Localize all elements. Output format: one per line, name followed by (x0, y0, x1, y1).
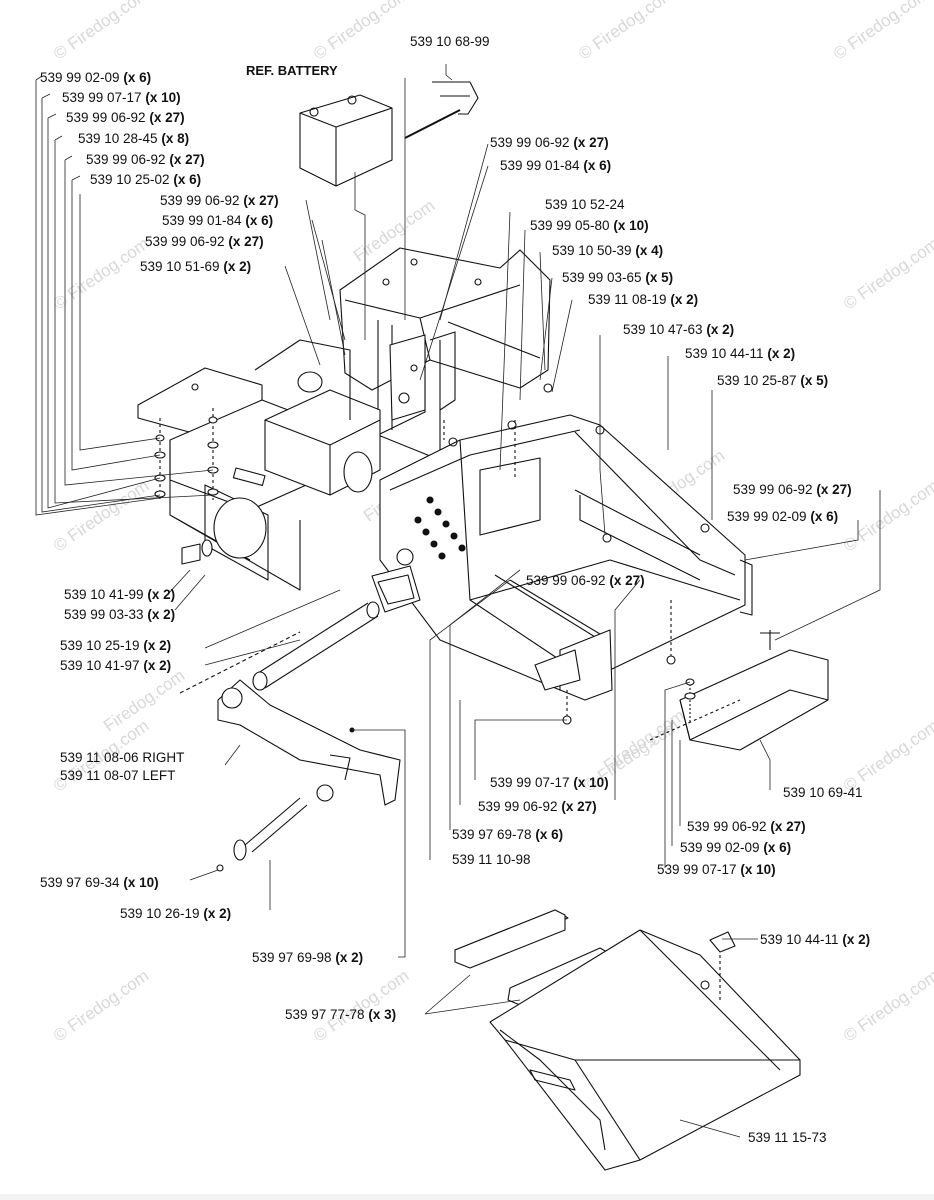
part-label: 539 10 41-97 (x 2) (60, 658, 172, 673)
part-label: 539 99 06-92 (x 27) (160, 193, 279, 208)
part-label: 539 10 69-41 (783, 785, 863, 800)
part-label: 539 99 06-92 (x 27) (687, 819, 806, 834)
part-label: 539 99 06-92 (x 27) (478, 799, 597, 814)
part-label: 539 97 69-34 (x 10) (40, 875, 159, 890)
floor-pan (489, 929, 801, 1171)
part-label: 539 97 77-78 (x 3) (285, 1007, 397, 1022)
part-label: 539 10 68-99 (410, 34, 490, 49)
part-label: 539 10 50-39 (x 4) (552, 243, 664, 258)
part-label: 539 99 07-17 (x 10) (657, 862, 776, 877)
main-frame (379, 414, 746, 691)
rod (404, 109, 461, 139)
part-label: 539 99 03-33 (x 2) (64, 607, 176, 622)
seat-deck (339, 247, 551, 391)
part-label: 539 11 08-06 RIGHT (60, 750, 185, 765)
part-label: 539 99 07-17 (x 10) (62, 90, 181, 105)
part-label: 539 10 47-63 (x 2) (623, 322, 735, 337)
part-label: 539 99 06-92 (x 27) (145, 234, 264, 249)
part-label: 539 10 26-19 (x 2) (120, 906, 232, 921)
battery (299, 94, 393, 187)
part-label: 539 99 06-92 (x 27) (490, 135, 609, 150)
part-label: 539 10 51-69 (x 2) (140, 259, 252, 274)
part-label: 539 10 25-19 (x 2) (60, 638, 172, 653)
side-panel (679, 649, 829, 751)
part-label: 539 97 69-98 (x 2) (252, 950, 364, 965)
swing-arm (217, 679, 401, 806)
part-label: 539 11 08-07 LEFT (60, 768, 176, 783)
part-label: 539 99 02-09 (x 6) (680, 840, 792, 855)
part-label: 539 99 02-09 (x 6) (40, 70, 152, 85)
part-label: 539 99 06-92 (x 27) (733, 482, 852, 497)
part-label: 539 10 44-11 (x 2) (760, 932, 871, 947)
part-label: 539 11 15-73 (748, 1130, 827, 1145)
part-label: 539 99 06-92 (x 27) (86, 152, 205, 167)
part-label: 539 10 25-02 (x 6) (90, 172, 202, 187)
part-label: 539 99 07-17 (x 10) (490, 775, 609, 790)
part-label: 539 10 25-87 (x 5) (717, 373, 829, 388)
part-label: 539 10 44-11 (x 2) (685, 346, 796, 361)
part-label: 539 11 10-98 (452, 852, 531, 867)
bracket (432, 81, 479, 115)
axle-tube (254, 602, 379, 689)
part-label: 539 99 06-92 (x 27) (526, 573, 645, 588)
ref-battery-label: REF. BATTERY (246, 63, 338, 78)
part-label: 539 99 01-84 (x 6) (162, 213, 274, 228)
part-label: 539 97 69-78 (x 6) (452, 827, 564, 842)
part-label: 539 10 52-24 (545, 197, 625, 212)
part-label: 539 99 01-84 (x 6) (500, 158, 612, 173)
leader-lines (35, 64, 881, 1138)
part-label: 539 99 03-65 (x 5) (562, 270, 674, 285)
part-label: 539 10 41-99 (x 2) (64, 587, 176, 602)
part-label: 539 10 28-45 (x 8) (78, 131, 190, 146)
part-label: 539 11 08-19 (x 2) (588, 292, 699, 307)
part-label: 539 99 06-92 (x 27) (66, 110, 185, 125)
page-bottom-edge (0, 1194, 934, 1200)
part-label: 539 99 02-09 (x 6) (727, 509, 839, 524)
part-label: 539 99 05-80 (x 10) (530, 218, 649, 233)
